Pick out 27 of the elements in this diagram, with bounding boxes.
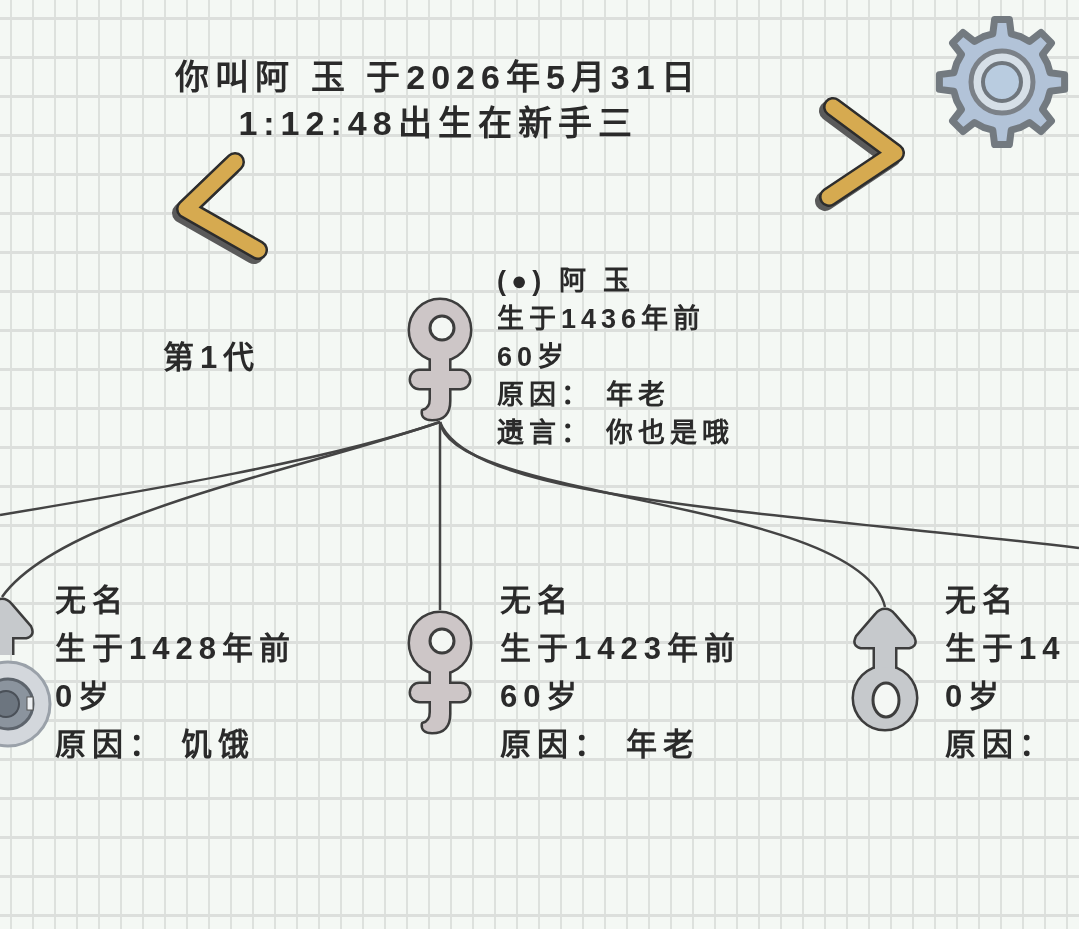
male-symbol-icon: [850, 607, 920, 732]
last-words-text: 遗言： 你也是哦: [497, 417, 734, 450]
cause-text: 原因： 年老: [500, 726, 701, 764]
person-name: 无名: [500, 582, 575, 620]
birth-text: 生于1436年前: [497, 303, 707, 336]
cause-text: 原因：: [945, 726, 1057, 764]
generation-label: 第1代: [163, 339, 261, 377]
connector-line: [438, 421, 1079, 550]
person-name: (●) 阿 玉: [497, 265, 637, 298]
birth-text: 生于1428年前: [55, 630, 296, 668]
female-symbol-icon: [405, 610, 475, 735]
connector-line: [0, 420, 441, 517]
person-name: 无名: [55, 582, 130, 620]
cause-text: 原因： 年老: [497, 379, 671, 412]
connector-line: [1, 420, 441, 598]
female-symbol-icon: [405, 297, 475, 422]
age-text: 60岁: [497, 341, 571, 374]
age-text: 0岁: [945, 678, 1007, 716]
age-text: 60岁: [500, 678, 585, 716]
age-text: 0岁: [55, 678, 117, 716]
birth-text: 生于14: [945, 630, 1066, 668]
connector-line: [438, 422, 442, 610]
page-title: 你叫阿 玉 于2026年5月31日 1:12:48出生在新手三: [174, 57, 702, 144]
person-name: 无名: [945, 582, 1020, 620]
birth-text: 生于1423年前: [500, 630, 741, 668]
cause-text: 原因： 饥饿: [55, 726, 256, 764]
connector-line: [438, 421, 887, 608]
